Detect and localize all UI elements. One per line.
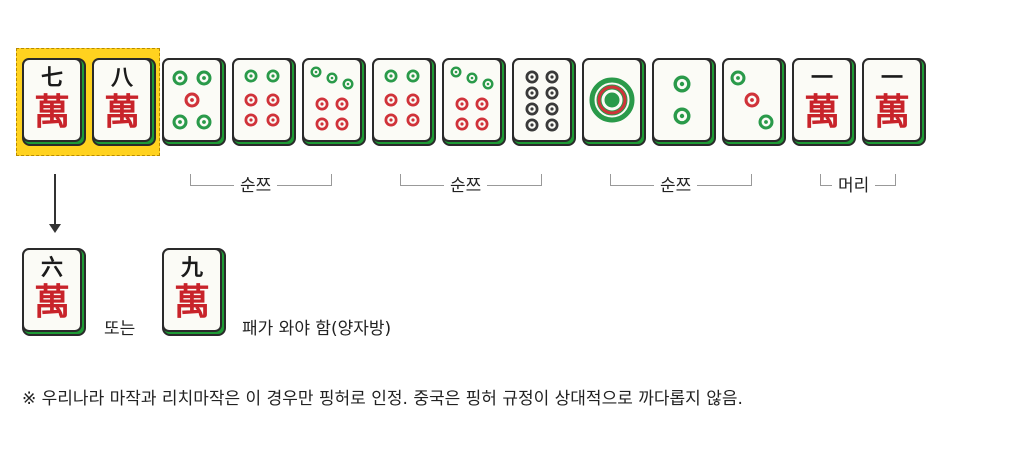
- tile-man-8: 八萬: [92, 58, 156, 146]
- pin-circle: [544, 69, 560, 85]
- pin-circle: [524, 117, 540, 133]
- pin-circle: [743, 91, 761, 109]
- pin-circle: [757, 113, 775, 131]
- pin-circle: [314, 96, 330, 112]
- pin-circle: [405, 112, 421, 128]
- tile-man-7: 七萬: [22, 58, 86, 146]
- tile-pin-1: [582, 58, 646, 146]
- group-label-sequence: 순쯔: [234, 176, 278, 196]
- pin-face-icon: [524, 69, 560, 133]
- pin-face-icon: [589, 77, 635, 123]
- pin-circle: [334, 116, 350, 132]
- pin-circle: [544, 85, 560, 101]
- tile-pin-2: [652, 58, 716, 146]
- pin-circle: [544, 101, 560, 117]
- pin-circle: [341, 77, 355, 91]
- tile-man-1: 一萬: [792, 58, 856, 146]
- pin-circle: [265, 112, 281, 128]
- pin-circle: [672, 106, 692, 126]
- group-label-sequence: 순쯔: [444, 176, 488, 196]
- wait-description: 패가 와야 함(양자방): [242, 319, 392, 339]
- pin-circle: [309, 65, 323, 79]
- pin-circle: [465, 71, 479, 85]
- pin-circle: [314, 116, 330, 132]
- tile-pin-8: [512, 58, 576, 146]
- group-label-pair: 머리: [832, 176, 876, 196]
- pin-circle: [524, 69, 540, 85]
- pin-circle: [171, 113, 189, 131]
- tile-pin-7: [302, 58, 366, 146]
- tile-pin-6: [372, 58, 436, 146]
- footnote: ※ 우리나라 마작과 리치마작은 이 경우만 핑허로 인정. 중국은 핑허 규정…: [22, 389, 743, 409]
- pin-circle: [524, 85, 540, 101]
- pin-face-icon: [243, 68, 281, 128]
- tile-pin-5: [162, 58, 226, 146]
- pin-face-icon: [171, 69, 213, 131]
- wait-tile-man-9: 九萬: [162, 248, 226, 336]
- pin-circle: [474, 116, 490, 132]
- pin-circle: [265, 68, 281, 84]
- pin-circle: [265, 92, 281, 108]
- pin-face-icon: [672, 74, 692, 126]
- pin-circle: [243, 112, 259, 128]
- pin-circle: [383, 92, 399, 108]
- wait-tile-man-6: 六萬: [22, 248, 86, 336]
- pin-circle: [243, 92, 259, 108]
- tile-pin-6: [232, 58, 296, 146]
- pin-circle: [171, 69, 189, 87]
- pin-face-icon: [729, 69, 775, 131]
- arrow-head-icon: [49, 224, 61, 233]
- pin-circle: [544, 117, 560, 133]
- pin-circle: [383, 112, 399, 128]
- pin-circle: [524, 101, 540, 117]
- tile-man-1: 一萬: [862, 58, 926, 146]
- pin-circle: [405, 68, 421, 84]
- pin-circle: [474, 96, 490, 112]
- tile-pin-7: [442, 58, 506, 146]
- pin-circle: [383, 68, 399, 84]
- pin-circle: [454, 116, 470, 132]
- pin-circle: [325, 71, 339, 85]
- pin-circle: [672, 74, 692, 94]
- arrow-down-icon: [54, 174, 56, 226]
- pin-circle: [454, 96, 470, 112]
- pin-circle: [334, 96, 350, 112]
- pin-circle: [449, 65, 463, 79]
- pin-circle: [405, 92, 421, 108]
- pin-circle: [729, 69, 747, 87]
- or-connector: 또는: [104, 319, 136, 339]
- pin-circle: [481, 77, 495, 91]
- pin-face-icon: [309, 65, 355, 132]
- pin-face-icon: [449, 65, 495, 132]
- pin-face-icon: [383, 68, 421, 128]
- pin-circle: [243, 68, 259, 84]
- pin-big-circle: [589, 77, 635, 123]
- pin-circle: [183, 91, 201, 109]
- tile-pin-3: [722, 58, 786, 146]
- pin-circle: [195, 113, 213, 131]
- pin-circle: [195, 69, 213, 87]
- group-label-sequence: 순쯔: [654, 176, 698, 196]
